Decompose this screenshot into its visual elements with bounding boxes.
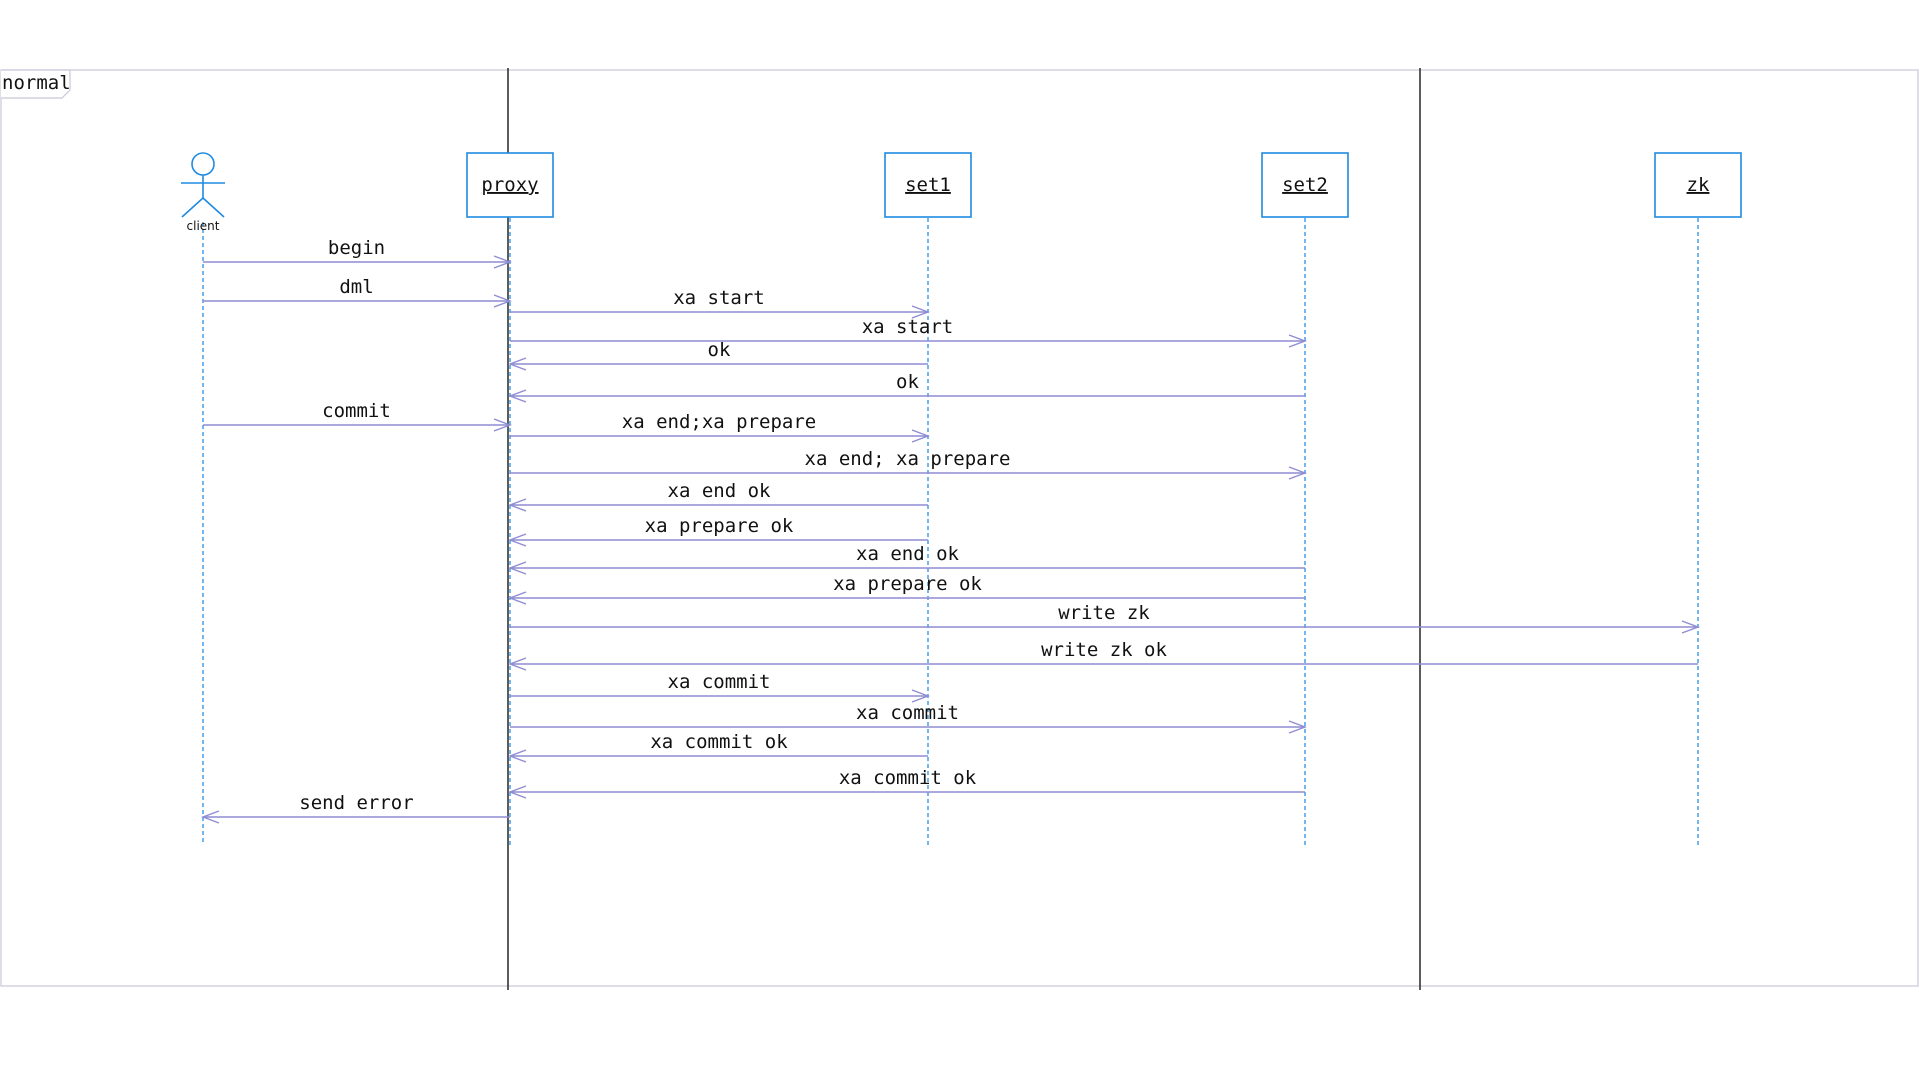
arrowhead-icon (1288, 334, 1307, 348)
message-4[interactable]: xa start (510, 316, 1307, 348)
participant-box (466, 152, 554, 218)
message-16[interactable]: xa commit (510, 671, 930, 703)
arrowhead-icon (508, 498, 527, 512)
message-14[interactable]: write zk (510, 602, 1700, 634)
participant-box (1654, 152, 1742, 218)
arrowhead-icon (508, 561, 527, 575)
participant-proxy[interactable]: proxy (466, 152, 554, 218)
arrowhead-icon (911, 305, 930, 319)
message-label: send error (299, 792, 413, 814)
message-15[interactable]: write zk ok (508, 639, 1698, 671)
actor-leg-left-icon (181, 197, 204, 218)
participant-box (884, 152, 972, 218)
participant-label: proxy (481, 174, 538, 196)
actor-head-icon (191, 152, 215, 176)
message-label: xa prepare ok (833, 573, 982, 595)
message-6[interactable]: ok (508, 371, 1305, 403)
message-label: xa end;xa prepare (622, 411, 816, 433)
message-12[interactable]: xa end ok (508, 543, 1305, 575)
arrowhead-icon (508, 785, 527, 799)
message-5[interactable]: ok (508, 339, 928, 371)
message-18[interactable]: xa commit ok (508, 731, 928, 763)
arrowhead-icon (1681, 620, 1700, 634)
actor-label: client (187, 219, 220, 233)
participant-zk[interactable]: zk (1654, 152, 1742, 218)
participant-set1[interactable]: set1 (884, 152, 972, 218)
arrowhead-icon (508, 657, 527, 671)
message-label: xa start (673, 287, 765, 309)
arrowhead-icon (508, 357, 527, 371)
arrowhead-icon (493, 255, 512, 269)
message-label: xa commit ok (839, 767, 977, 789)
arrowhead-icon (493, 294, 512, 308)
message-label: begin (328, 237, 385, 259)
arrowhead-icon (201, 810, 220, 824)
message-label: write zk (1058, 602, 1150, 624)
arrowhead-icon (911, 429, 930, 443)
message-label: write zk ok (1041, 639, 1167, 661)
participant-label: set2 (1282, 174, 1328, 196)
message-3[interactable]: xa start (510, 287, 930, 319)
arrowhead-icon (508, 749, 527, 763)
message-label: xa start (862, 316, 954, 338)
message-17[interactable]: xa commit (510, 702, 1307, 734)
message-label: xa commit (856, 702, 959, 724)
participant-label: zk (1687, 174, 1710, 196)
message-label: commit (322, 400, 391, 422)
message-2[interactable]: dml (203, 276, 512, 308)
message-10[interactable]: xa end ok (508, 480, 928, 512)
message-label: dml (339, 276, 373, 298)
message-19[interactable]: xa commit ok (508, 767, 1305, 799)
frame-label-tab (1, 69, 71, 99)
message-label: ok (708, 339, 731, 361)
message-label: xa commit (668, 671, 771, 693)
arrowhead-icon (508, 533, 527, 547)
arrowhead-icon (493, 418, 512, 432)
participant-label: set1 (905, 174, 951, 196)
message-13[interactable]: xa prepare ok (508, 573, 1305, 605)
frame-label: normal (2, 72, 71, 94)
arrowhead-icon (911, 689, 930, 703)
message-label: xa end; xa prepare (805, 448, 1011, 470)
actor-leg-right-icon (202, 197, 225, 218)
arrowhead-icon (508, 389, 527, 403)
message-label: ok (896, 371, 919, 393)
message-8[interactable]: xa end;xa prepare (510, 411, 930, 443)
message-1[interactable]: begin (203, 237, 512, 269)
actor-client[interactable]: client (181, 152, 225, 233)
message-20[interactable]: send error (201, 792, 510, 824)
arrowhead-icon (508, 591, 527, 605)
arrowhead-icon (1288, 466, 1307, 480)
message-label: xa prepare ok (645, 515, 794, 537)
participant-box (1261, 152, 1349, 218)
message-9[interactable]: xa end; xa prepare (510, 448, 1307, 480)
frame-border (0, 69, 1919, 987)
message-label: xa commit ok (650, 731, 788, 753)
message-11[interactable]: xa prepare ok (508, 515, 928, 547)
participant-set2[interactable]: set2 (1261, 152, 1349, 218)
arrowhead-icon (1288, 720, 1307, 734)
message-label: xa end ok (856, 543, 960, 565)
message-7[interactable]: commit (203, 400, 512, 432)
message-label: xa end ok (668, 480, 772, 502)
